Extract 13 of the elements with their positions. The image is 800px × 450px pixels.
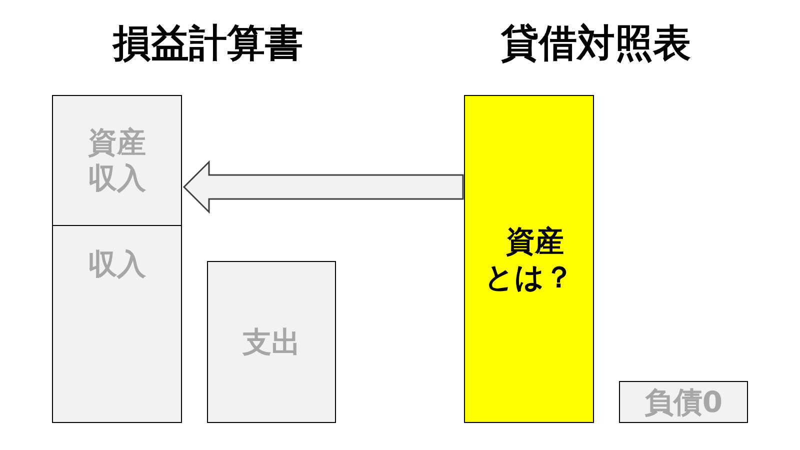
box-label: 支出 xyxy=(242,324,302,360)
box-label: 資産収入 xyxy=(87,124,147,196)
statement-box xyxy=(619,381,748,423)
box-label: 負債0 xyxy=(644,387,723,417)
highlight-box xyxy=(464,95,594,423)
statement-box xyxy=(52,95,182,226)
block-arrow xyxy=(182,160,464,214)
box-label: 収入 xyxy=(87,246,147,282)
statement-box xyxy=(207,261,336,423)
section-title: 損益計算書 xyxy=(113,20,303,67)
box-label: 資産とは？ xyxy=(484,223,574,295)
section-title: 貸借対照表 xyxy=(501,20,691,67)
statement-box xyxy=(52,225,182,423)
